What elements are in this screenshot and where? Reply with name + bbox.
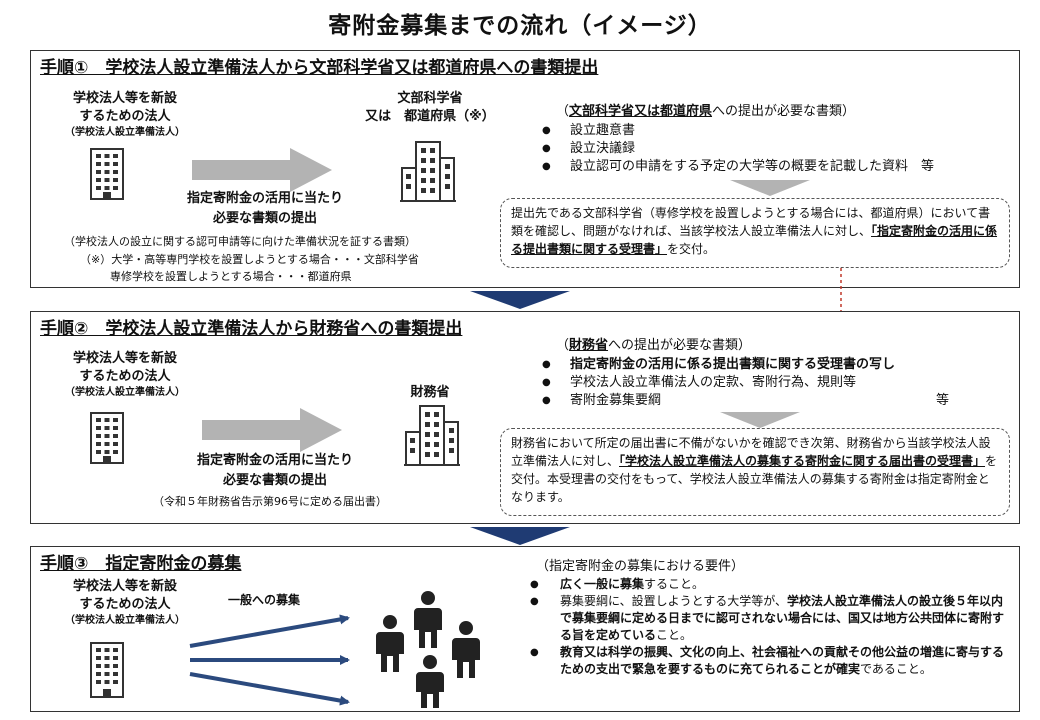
step3-arrow-label: 一般への募集 bbox=[228, 593, 301, 607]
step2-req-list: 指定寄附金の活用に係る提出書類に関する受理書の写し 学校法人設立準備法人の定款、… bbox=[540, 356, 960, 410]
step2-note: （令和５年財務省告示第96号に定める届出書） bbox=[153, 495, 387, 508]
list-item: 募集要綱に、設置しようとする大学等が、学校法人設立準備法人の設立後５年以内で募集… bbox=[528, 593, 1014, 644]
step2-dest: 財務省 bbox=[410, 385, 450, 400]
school-building-icon bbox=[90, 148, 124, 200]
step1-result-box: 提出先である文部科学省（専修学校を設置しようとする場合には、都道府県）において書… bbox=[500, 198, 1010, 268]
ministry-building-icon bbox=[400, 141, 456, 202]
step3-req-heading: （指定寄附金の募集における要件） bbox=[536, 559, 745, 574]
solicitation-arrows bbox=[189, 614, 350, 706]
step2-req-item3-tail: 等 bbox=[936, 393, 950, 408]
step1-dest-line2: 又は 都道府県（※） bbox=[365, 109, 495, 124]
donors-people-icon bbox=[376, 591, 480, 708]
list-item: 設立決議録 bbox=[540, 140, 1010, 158]
list-item: 広く一般に募集すること。 bbox=[528, 576, 1014, 593]
step1-org-line1: 学校法人等を新設 bbox=[72, 91, 177, 106]
step1-org-line2: するための法人 bbox=[79, 109, 171, 124]
step2-org-line2: するための法人 bbox=[79, 369, 171, 384]
page-title: 寄附金募集までの流れ（イメージ） bbox=[328, 13, 712, 39]
step2-org-sub: （学校法人設立準備法人） bbox=[65, 387, 185, 398]
step2-submit-arrow bbox=[202, 408, 342, 452]
step1-receipt-name: 「指定寄附金の活用に係る提出書類に関する受理書」 bbox=[511, 224, 998, 256]
list-item: 学校法人設立準備法人の定款、寄附行為、規則等 bbox=[540, 374, 960, 392]
step3-org-line1: 学校法人等を新設 bbox=[72, 579, 177, 594]
step3-org-sub: （学校法人設立準備法人） bbox=[65, 615, 185, 626]
list-item: 教育又は科学の振興、文化の向上、社会福祉への貢献その他公益の増進に寄与するための… bbox=[528, 644, 1014, 678]
step1-note3: 専修学校を設置しようとする場合・・・都道府県 bbox=[110, 270, 352, 283]
step1-org-sub: （学校法人設立準備法人） bbox=[65, 127, 185, 138]
step1-dest-line1: 文部科学省 bbox=[397, 91, 463, 106]
step2-req-heading: （財務省への提出が必要な書類） bbox=[556, 338, 752, 353]
list-item: 設立認可の申請をする予定の大学等の概要を記載した資料 等 bbox=[540, 158, 1010, 176]
step1-arrow-line2: 必要な書類の提出 bbox=[212, 211, 317, 226]
step2-result-box: 財務省において所定の届出書に不備がないかを確認でき次第、財務省から当該学校法人設… bbox=[500, 428, 1010, 516]
step1-req-heading: （文部科学省又は都道府県への提出が必要な書類） bbox=[556, 104, 856, 119]
step1-heading: 手順① 学校法人設立準備法人から文部科学省又は都道府県への書類提出 bbox=[40, 58, 599, 78]
step2-arrow-line2: 必要な書類の提出 bbox=[222, 473, 327, 488]
step1-note1: （学校法人の設立に関する認可申請等に向けた準備状況を証する書類） bbox=[64, 235, 416, 248]
step1-down-arrow bbox=[730, 180, 810, 196]
step1-req-bold: 文部科学省又は都道府県 bbox=[569, 104, 713, 119]
ministry-building-icon bbox=[404, 405, 460, 466]
school-building-icon bbox=[90, 642, 124, 698]
step3-req-list: 広く一般に募集すること。 募集要綱に、設置しようとする大学等が、学校法人設立準備… bbox=[528, 576, 1014, 678]
step3-heading: 手順③ 指定寄附金の募集 bbox=[40, 554, 242, 574]
step2-req-bold: 財務省 bbox=[569, 338, 609, 353]
step1-note2: （※）大学・高等専門学校を設置しようとする場合・・・文部科学省 bbox=[80, 253, 419, 266]
step1-submit-arrow bbox=[192, 148, 332, 192]
school-building-icon bbox=[90, 412, 124, 464]
flow-down-arrow-2 bbox=[470, 527, 570, 545]
step2-arrow-line1: 指定寄附金の活用に当たり bbox=[196, 453, 353, 468]
list-item: 設立趣意書 bbox=[540, 122, 1010, 140]
flow-down-arrow-1 bbox=[470, 291, 570, 309]
step1-arrow-line1: 指定寄附金の活用に当たり bbox=[186, 191, 343, 206]
list-item: 指定寄附金の活用に係る提出書類に関する受理書の写し bbox=[540, 356, 960, 374]
step2-down-arrow bbox=[720, 412, 800, 428]
step3-org-line2: するための法人 bbox=[79, 597, 171, 612]
step1-req-list: 設立趣意書 設立決議録 設立認可の申請をする予定の大学等の概要を記載した資料 等 bbox=[540, 122, 1010, 176]
step2-receipt-name: 「学校法人設立準備法人の募集する寄附金に関する届出書の受理書」 bbox=[619, 454, 986, 468]
step2-heading: 手順② 学校法人設立準備法人から財務省への書類提出 bbox=[40, 319, 463, 339]
step2-org-line1: 学校法人等を新設 bbox=[72, 351, 177, 366]
